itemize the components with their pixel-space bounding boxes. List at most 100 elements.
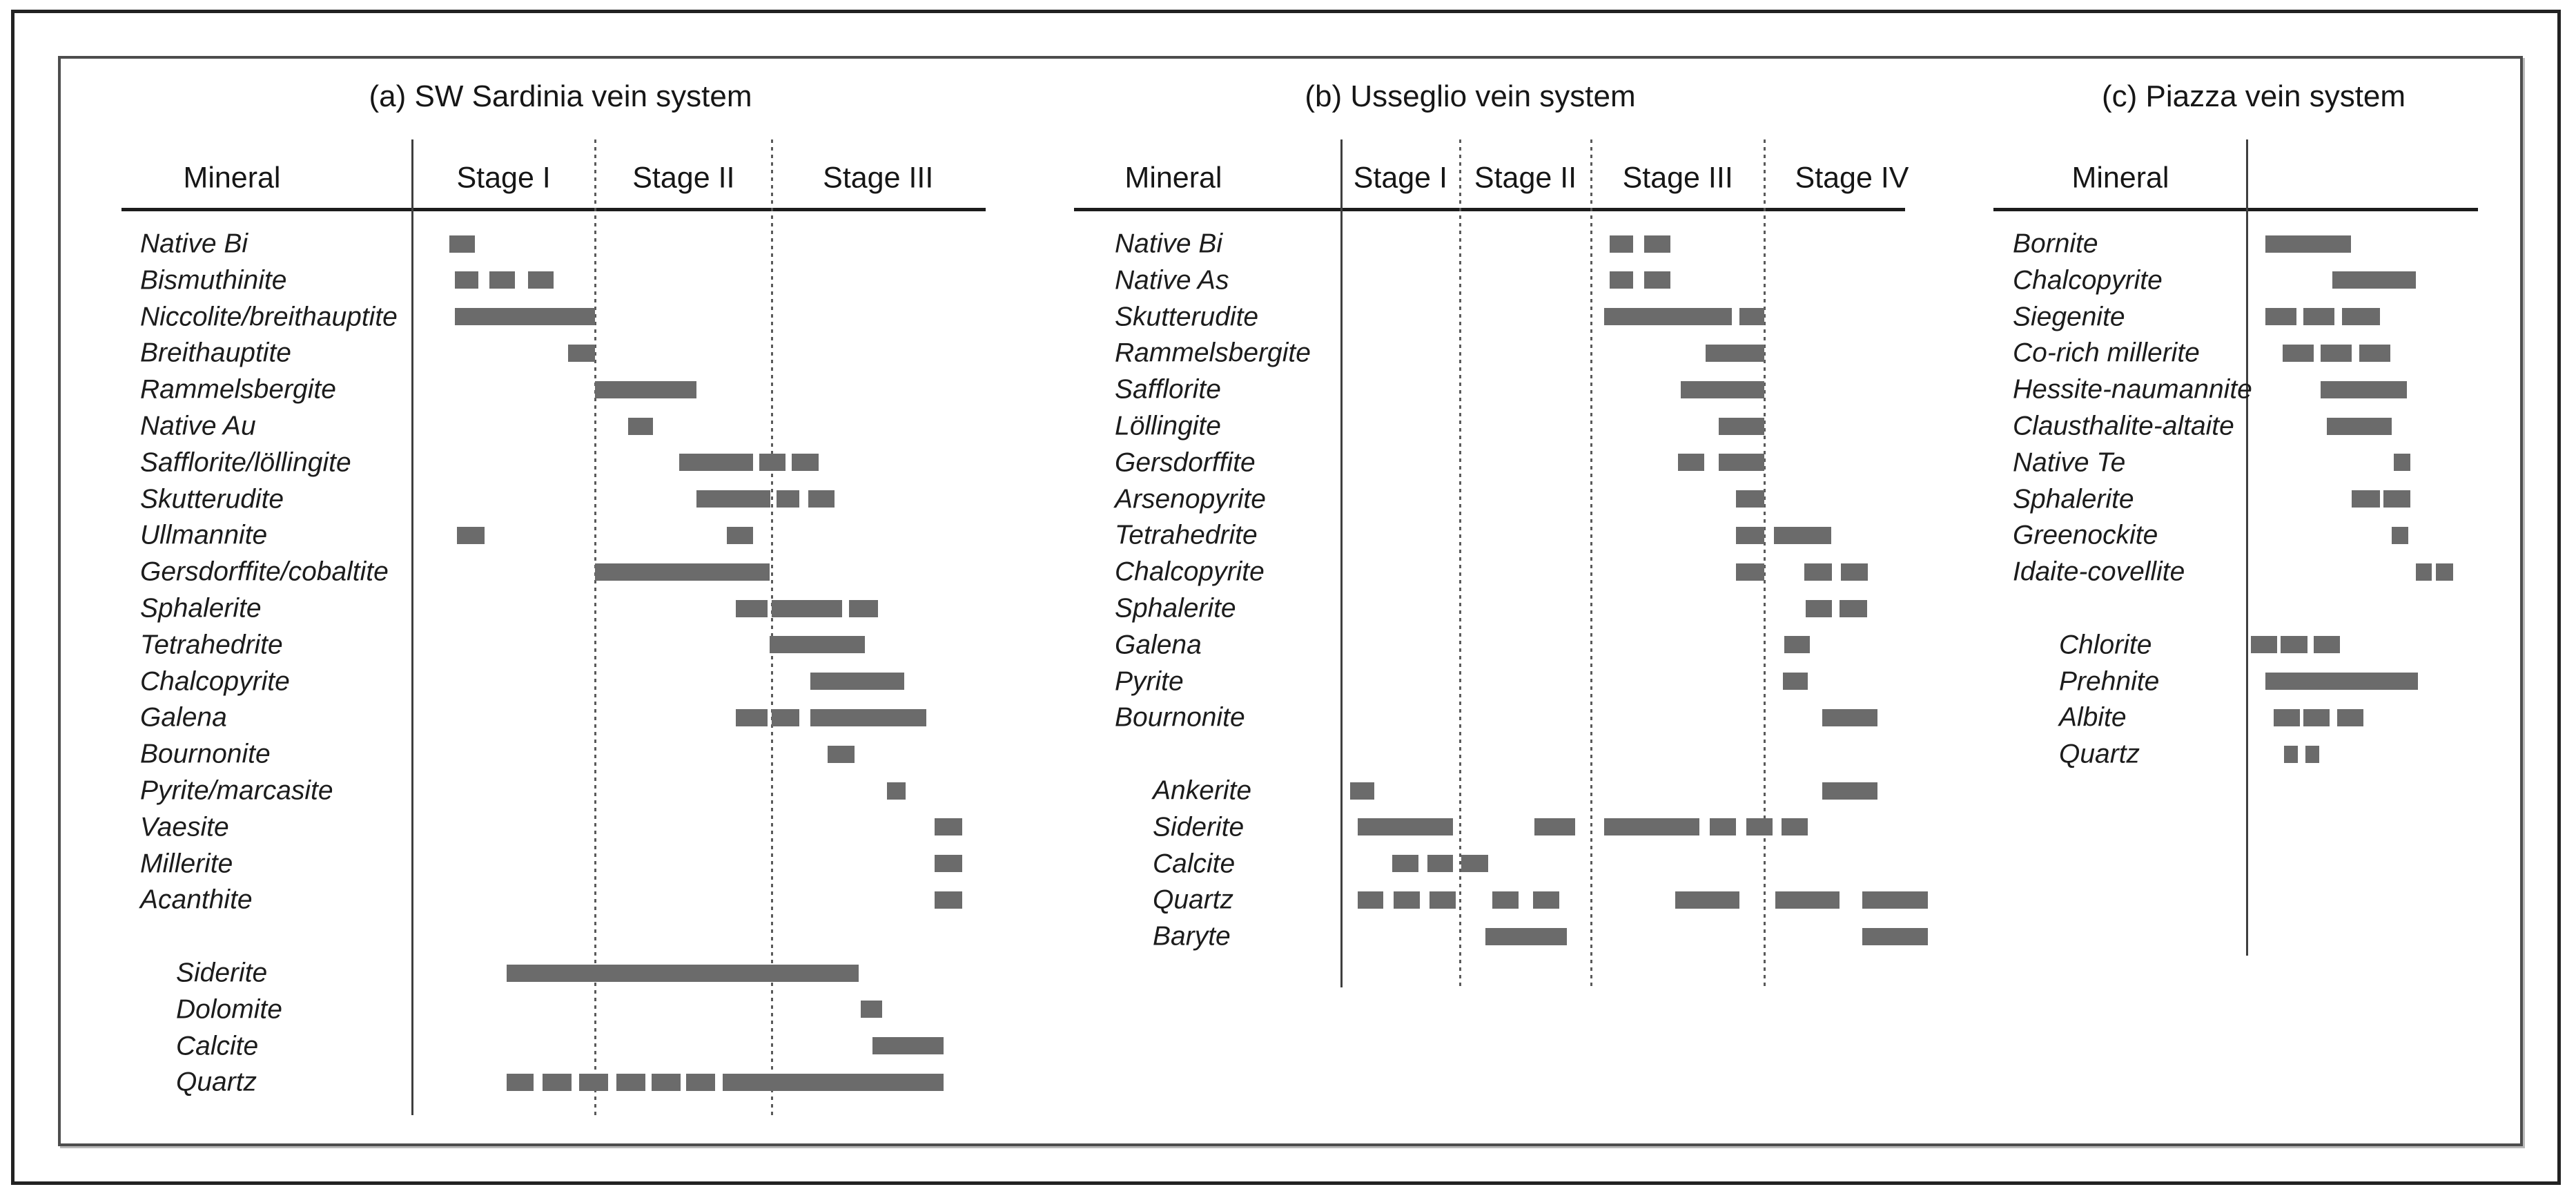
- header-rule: [121, 208, 986, 211]
- bar-segment: [810, 673, 904, 690]
- mineral-label: Chalcopyrite: [2013, 265, 2163, 296]
- bar-segment: [506, 1073, 534, 1091]
- bar-segment: [1719, 417, 1764, 435]
- bar-segment: [1736, 563, 1764, 581]
- bar-segment: [736, 599, 768, 617]
- outer-frame: [11, 10, 2561, 1185]
- bar-segment: [723, 1073, 944, 1091]
- bar-segment: [770, 636, 865, 654]
- mineral-column-header: Mineral: [183, 161, 281, 195]
- stage-header-4: Stage IV: [1795, 161, 1909, 195]
- header-rule: [1074, 208, 1905, 211]
- mineral-label: Quartz: [176, 1067, 257, 1097]
- bar-segment: [1746, 818, 1773, 836]
- mineral-label: Native Bi: [1115, 229, 1223, 259]
- bar-segment: [1643, 271, 1670, 289]
- mineral-label: Chalcopyrite: [140, 666, 290, 697]
- bar-segment: [1736, 490, 1764, 508]
- bar-segment: [860, 1001, 882, 1018]
- bar-segment: [2359, 344, 2391, 362]
- bar-segment: [849, 599, 878, 617]
- bar-segment: [2251, 636, 2277, 654]
- bar-segment: [1485, 927, 1567, 945]
- stage-header-3: Stage III: [823, 161, 934, 195]
- bar-segment: [595, 380, 696, 398]
- column-divider-line: [1340, 139, 1343, 987]
- mineral-label: Chlorite: [2059, 630, 2152, 660]
- bar-segment: [2392, 526, 2409, 544]
- mineral-label: Pyrite: [1115, 666, 1184, 697]
- bar-segment: [528, 271, 554, 289]
- mineral-label: Tetrahedrite: [1115, 520, 1258, 550]
- bar-segment: [1706, 344, 1764, 362]
- bar-segment: [1603, 818, 1700, 836]
- mineral-label: Sphalerite: [1115, 593, 1236, 624]
- mineral-label: Gersdorffite/cobaltite: [140, 557, 389, 587]
- bar-segment: [2436, 563, 2454, 581]
- bar-segment: [1710, 818, 1737, 836]
- mineral-label: Bornite: [2013, 229, 2098, 259]
- bar-segment: [628, 417, 653, 435]
- mineral-label: Arsenopyrite: [1115, 484, 1266, 514]
- bar-segment: [1804, 563, 1832, 581]
- mineral-label: Galena: [140, 702, 227, 733]
- bar-segment: [2332, 271, 2416, 289]
- bar-segment: [2273, 708, 2301, 726]
- mineral-label: Rammelsbergite: [1115, 338, 1311, 368]
- mineral-label: Siegenite: [2013, 302, 2125, 332]
- mineral-label: Prehnite: [2059, 666, 2160, 697]
- bar-segment: [1784, 636, 1810, 654]
- mineral-label: Skutterudite: [1115, 302, 1259, 332]
- bar-segment: [1822, 708, 1877, 726]
- bar-segment: [772, 599, 843, 617]
- bar-segment: [1603, 308, 1733, 326]
- mineral-label: Acanthite: [140, 885, 253, 915]
- bar-segment: [759, 454, 786, 472]
- bar-segment: [1739, 308, 1764, 326]
- bar-segment: [2282, 344, 2314, 362]
- mineral-label: Siderite: [176, 958, 268, 988]
- bar-segment: [2320, 380, 2408, 398]
- bar-segment: [1775, 891, 1840, 909]
- mineral-label: Tetrahedrite: [140, 630, 283, 660]
- bar-segment: [595, 563, 770, 581]
- column-divider-line: [411, 139, 413, 1115]
- bar-segment: [1862, 891, 1928, 909]
- bar-segment: [506, 964, 859, 982]
- mineral-label: Dolomite: [176, 994, 282, 1025]
- bar-segment: [2326, 417, 2392, 435]
- mineral-label: Quartz: [2059, 739, 2140, 769]
- mineral-label: Sphalerite: [2013, 484, 2134, 514]
- bar-segment: [726, 526, 754, 544]
- bar-segment: [2265, 235, 2352, 253]
- bar-segment: [1675, 891, 1740, 909]
- stage-header-1: Stage I: [1353, 161, 1447, 195]
- mineral-label: Calcite: [176, 1031, 259, 1061]
- header-rule: [1993, 208, 2478, 211]
- mineral-label: Bournonite: [140, 739, 271, 769]
- bar-segment: [455, 271, 479, 289]
- stage-boundary-line: [1763, 139, 1766, 987]
- mineral-label: Sphalerite: [140, 593, 262, 624]
- bar-segment: [810, 708, 927, 726]
- mineral-label: Hessite-naumannite: [2013, 374, 2252, 405]
- bar-segment: [1678, 454, 1705, 472]
- bar-segment: [791, 454, 819, 472]
- bar-segment: [2336, 708, 2363, 726]
- bar-segment: [1862, 927, 1928, 945]
- bar-segment: [652, 1073, 681, 1091]
- bar-segment: [1680, 380, 1764, 398]
- bar-segment: [1840, 563, 1868, 581]
- mineral-label: Bournonite: [1115, 702, 1245, 733]
- stage-boundary-line: [1458, 139, 1461, 987]
- bar-segment: [455, 308, 596, 326]
- stage-boundary-line: [1590, 139, 1593, 987]
- bar-segment: [1610, 235, 1634, 253]
- mineral-label: Clausthalite-altaite: [2013, 411, 2234, 441]
- mineral-label: Safflorite/löllingite: [140, 447, 351, 478]
- bar-segment: [2394, 454, 2410, 472]
- bar-segment: [1492, 891, 1519, 909]
- stage-header-2: Stage II: [1474, 161, 1577, 195]
- mineral-label: Idaite-covellite: [2013, 557, 2185, 587]
- bar-segment: [934, 818, 962, 836]
